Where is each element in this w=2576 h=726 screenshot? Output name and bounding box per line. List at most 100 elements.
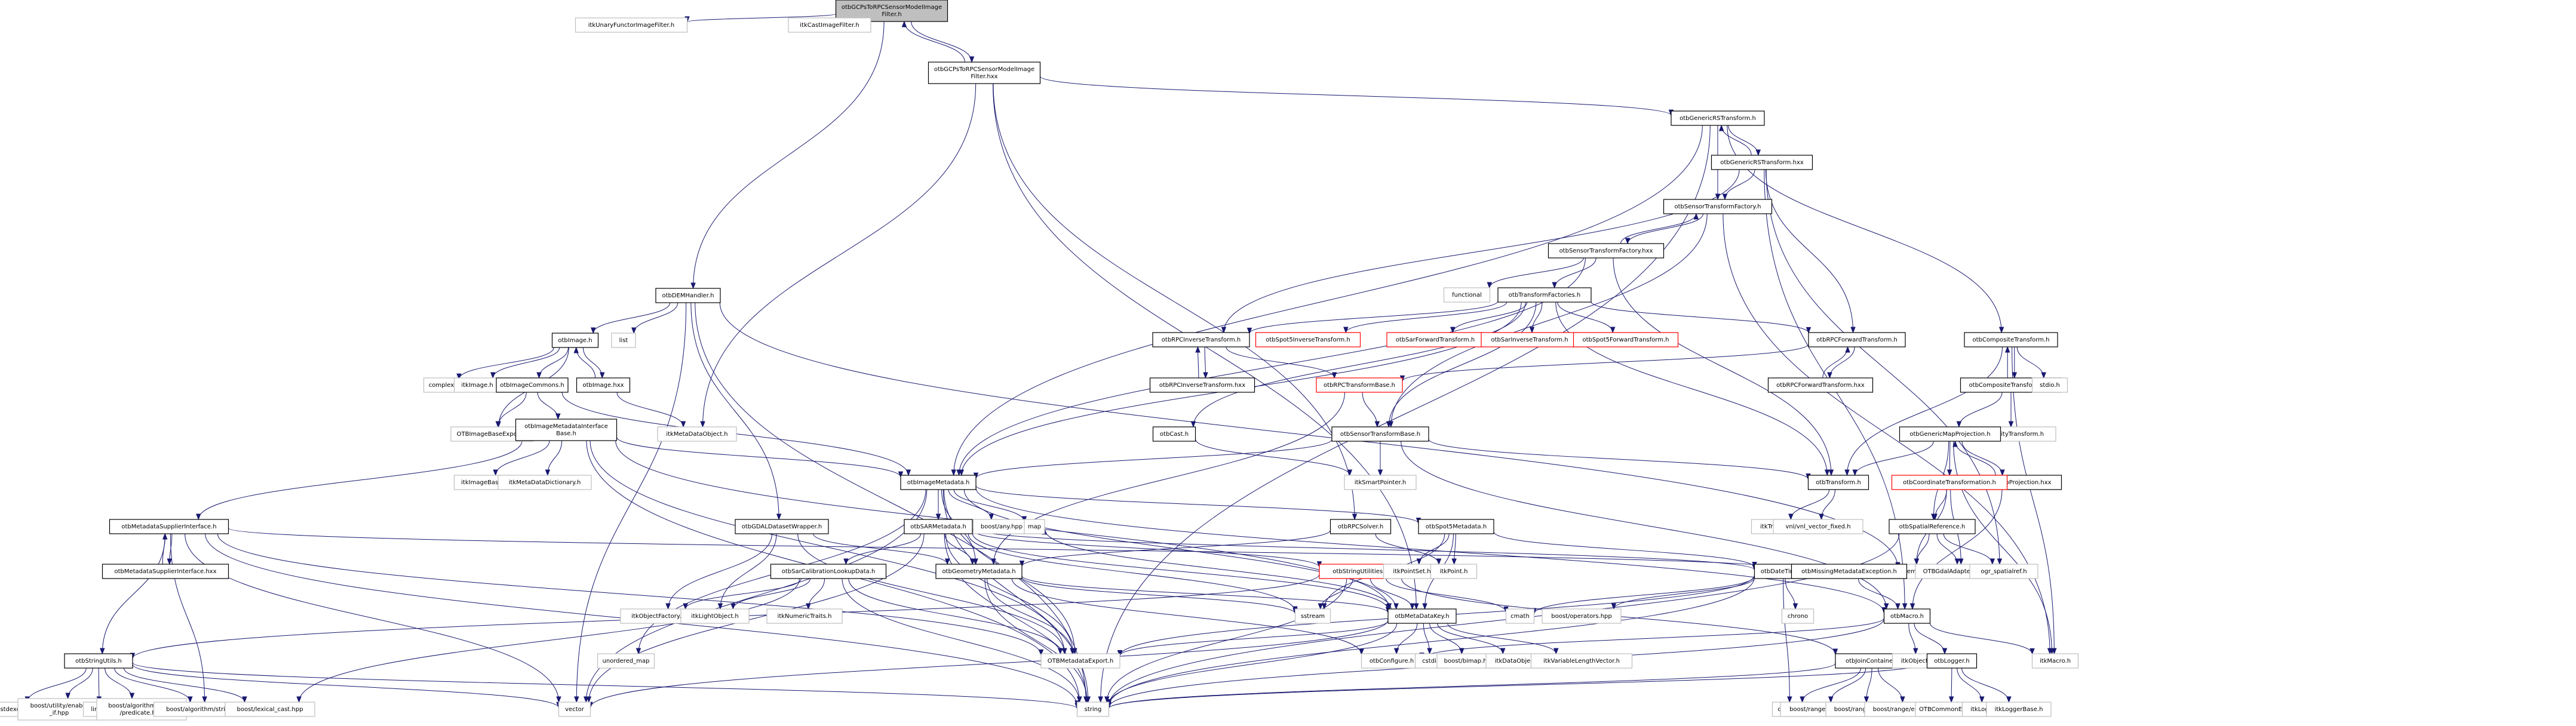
arrowhead-icon <box>242 696 247 703</box>
graph-node-otbLogger[interactable]: otbLogger.h <box>1926 653 1978 669</box>
node-label: stdexcept <box>0 706 29 713</box>
arrowhead-icon <box>905 469 911 476</box>
edge-line <box>1855 441 1934 476</box>
graph-node-chrono: chrono <box>1781 608 1814 624</box>
arrowhead-icon <box>1755 149 1761 156</box>
edge-line <box>848 578 1061 654</box>
arrowhead-icon <box>1832 648 1838 656</box>
graph-node-otbMacro[interactable]: otbMacro.h <box>1883 608 1931 624</box>
edge-line <box>1829 346 1855 379</box>
include-edge-otbMetadataSupplierInterface-to-vector <box>185 533 561 703</box>
graph-node-otbSensorTransformFactoryHxx[interactable]: otbSensorTransformFactory.hxx <box>1548 243 1665 259</box>
graph-node-otbRPCInverseTransform[interactable]: otbRPCInverseTransform.h <box>1152 332 1250 347</box>
graph-node-otbSensorTransformBase[interactable]: otbSensorTransformBase.h <box>1331 426 1429 442</box>
arrowhead-icon <box>1374 421 1380 428</box>
graph-node-otbCoordinateTransformation[interactable]: otbCoordinateTransformation.h <box>1891 475 2008 490</box>
arrowhead-icon <box>969 56 975 63</box>
include-edge-otbCompositeTransform-to-otbCompositeTransformHxx <box>2012 347 2018 379</box>
include-edge-otbLogger-to-itkLoggerBase <box>1961 667 2012 703</box>
graph-node-otbSarCalibrationLookupData[interactable]: otbSarCalibrationLookupData.h <box>770 564 887 579</box>
node-label: itkVariableLengthVector.h <box>1543 658 1620 665</box>
node-box <box>766 608 843 624</box>
graph-node-otbSensorTransformFactory[interactable]: otbSensorTransformFactory.h <box>1663 199 1773 214</box>
edge-line <box>1627 213 1703 244</box>
graph-node-otbImageCommons[interactable]: otbImageCommons.h <box>496 377 569 393</box>
node-box <box>680 608 750 624</box>
include-edge-otbTransformFactories-to-otbSarForwardTransform <box>1450 302 1528 334</box>
node-label: otbGenericMapProjection.h <box>1909 431 1990 438</box>
graph-node-otbStringUtils[interactable]: otbStringUtils.h <box>64 653 133 669</box>
node-box <box>1316 377 1403 393</box>
arrowhead-icon <box>1828 469 1834 476</box>
graph-node-otbGDALDatasetWrapper[interactable]: otbGDALDatasetWrapper.h <box>735 519 829 534</box>
include-edge-otbStringUtilities-to-sstream <box>1318 578 1353 610</box>
include-edge-otbMetadataSupplierInterface-to-boostAlgString <box>170 533 207 703</box>
graph-node-otbImageHxx[interactable]: otbImage.hxx <box>576 377 631 393</box>
graph-node-otbSarInverseTransform[interactable]: otbSarInverseTransform.h <box>1481 332 1579 347</box>
graph-node-otbCast[interactable]: otbCast.h <box>1152 426 1196 442</box>
node-label: Base.h <box>556 430 576 437</box>
graph-node-otbGenericMapProjection[interactable]: otbGenericMapProjection.h <box>1899 426 2001 442</box>
node-box <box>1076 702 1110 717</box>
node-label: cmath <box>1510 613 1530 620</box>
graph-node-otbRPCForwardTransform[interactable]: otbRPCForwardTransform.h <box>1808 332 1906 347</box>
graph-node-otbTransformFactories[interactable]: otbTransformFactories.h <box>1497 287 1592 303</box>
node-label: chrono <box>1788 613 1808 620</box>
node-label: otbRPCInverseTransform.hxx <box>1159 382 1245 389</box>
include-edge-otbDateTime-to-ostream <box>1783 578 1792 703</box>
edge-line <box>972 528 1755 570</box>
edge-line <box>968 533 1295 612</box>
graph-node-otbDEMHandler[interactable]: otbDEMHandler.h <box>655 288 721 303</box>
include-edge-otbGenericRSTransformHxx-to-ogrSpatialref <box>1766 169 2003 565</box>
graph-node-otbRPCForwardTransformHxx[interactable]: otbRPCForwardTransform.hxx <box>1767 377 1874 393</box>
graph-node-otbRPCTransformBase[interactable]: otbRPCTransformBase.h <box>1316 377 1403 393</box>
graph-node-otbSARMetadata[interactable]: otbSARMetadata.h <box>904 519 973 534</box>
node-box <box>423 377 460 393</box>
arrowhead-icon <box>776 513 782 521</box>
include-edge-otbSpatialReference-to-memory <box>1914 533 1930 565</box>
arrowhead-icon <box>493 469 498 476</box>
include-edge-otbImageMetadataInterfaceBase-to-itkMetaDataDictionary <box>545 440 563 476</box>
graph-node-otbSpot5ForwardTransform[interactable]: otbSpot5ForwardTransform.h <box>1573 332 1679 347</box>
graph-node-otbImageMetadata[interactable]: otbImageMetadata.h <box>900 475 977 490</box>
graph-node-cmath: cmath <box>1505 608 1535 624</box>
node-box <box>1330 519 1392 534</box>
edge-line <box>1226 346 1335 379</box>
graph-node-otbImage[interactable]: otbImage.h <box>551 333 599 348</box>
edge-line <box>1943 533 1993 565</box>
graph-node-otbMetaDataKey[interactable]: otbMetaDataKey.h <box>1387 608 1457 624</box>
graph-node-otbSpot5Metadata[interactable]: otbSpot5Metadata.h <box>1418 519 1494 534</box>
graph-node-otbMetadataSupplierInterface[interactable]: otbMetadataSupplierInterface.h <box>109 519 229 534</box>
node-label: otbGDALDatasetWrapper.h <box>742 524 822 530</box>
include-edge-otbDEMHandler-to-otbImage <box>591 302 671 334</box>
edge-line <box>1936 533 1958 565</box>
graph-node-otbRPCInverseTransformHxx[interactable]: otbRPCInverseTransform.hxx <box>1149 377 1255 393</box>
graph-node-otbMissingMetadataException[interactable]: otbMissingMetadataException.h <box>1791 564 1908 579</box>
node-label: stdio.h <box>2040 382 2060 389</box>
arrowhead-icon <box>680 421 686 428</box>
edge-line <box>1345 302 1507 333</box>
edge-line <box>124 667 245 703</box>
edge-line <box>1119 620 1389 656</box>
arrowhead-icon <box>1610 327 1616 334</box>
graph-node-otbGenericRSTransform[interactable]: otbGenericRSTransform.h <box>1671 110 1765 126</box>
edge-line <box>1728 125 1759 156</box>
graph-node-otbSpatialReference[interactable]: otbSpatialReference.h <box>1889 519 1976 534</box>
graph-node-otbSpot5InverseTransform[interactable]: otbSpot5InverseTransform.h <box>1255 332 1361 347</box>
graph-node-otbCompositeTransform[interactable]: otbCompositeTransform.h <box>1964 332 2058 347</box>
graph-node-otbGenericRSTransformHxx[interactable]: otbGenericRSTransform.hxx <box>1711 155 1813 170</box>
arrowhead-icon <box>988 513 994 521</box>
include-edge-otbSensorTransformBase-to-itkSmartPointer <box>1377 441 1383 476</box>
graph-node-otbRPCSolver[interactable]: otbRPCSolver.h <box>1330 519 1392 534</box>
node-box <box>1773 519 1863 534</box>
graph-node-otbGeometryMetadata[interactable]: otbGeometryMetadata.h <box>935 564 1023 579</box>
node-label: otbLogger.h <box>1934 658 1969 665</box>
graph-node-otbTransform[interactable]: otbTransform.h <box>1807 475 1869 490</box>
node-box <box>1548 243 1665 259</box>
node-box <box>597 653 655 669</box>
graph-node-otbSarForwardTransform[interactable]: otbSarForwardTransform.h <box>1386 332 1484 347</box>
graph-node-otbMetadataSupplierInterfaceHxx[interactable]: otbMetadataSupplierInterface.hxx <box>102 564 229 579</box>
